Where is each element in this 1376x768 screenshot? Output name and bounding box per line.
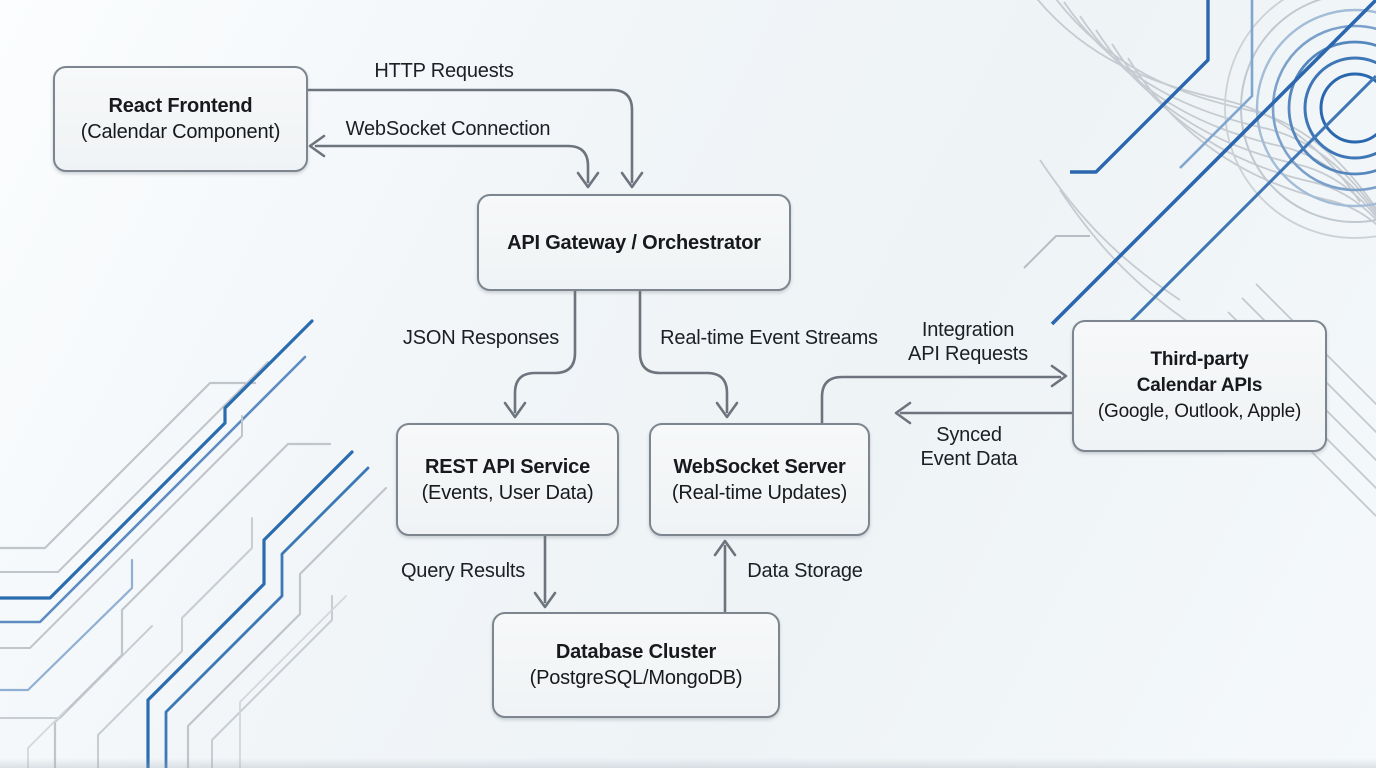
arrowhead-left-react — [308, 134, 326, 158]
arrowhead-down-database — [533, 591, 557, 609]
node-subtitle: (PostgreSQL/MongoDB) — [529, 667, 743, 689]
node-title: API Gateway / Orchestrator — [507, 231, 761, 254]
edge-label-line: Event Data — [920, 448, 1018, 470]
edge-label-websocket-connection: WebSocket Connection — [345, 118, 551, 140]
node-subtitle: (Calendar Component) — [80, 121, 281, 143]
connector-websocket-connection — [314, 144, 590, 184]
circuit-decoration-top-right — [1036, 0, 1376, 331]
node-third-party-calendar-apis: Third-party Calendar APIs (Google, Outlo… — [1072, 320, 1327, 452]
node-subtitle: (Real-time Updates) — [671, 481, 848, 504]
node-title: React Frontend — [108, 95, 253, 117]
edge-label-line: API Requests — [908, 343, 1028, 365]
blue-trace-decoration-top-right — [1023, 0, 1376, 336]
node-api-gateway: API Gateway / Orchestrator — [477, 194, 791, 291]
edge-label-data-storage: Data Storage — [747, 560, 863, 582]
connectors — [305, 88, 1074, 614]
edge-label-json-responses: JSON Responses — [402, 327, 560, 349]
edge-label-integration-api-requests: Integration API Requests — [908, 318, 1028, 366]
connector-json-responses — [513, 289, 577, 414]
node-websocket-server: WebSocket Server (Real-time Updates) — [649, 423, 870, 536]
node-title-line2: Calendar APIs — [1136, 375, 1263, 396]
circuit-decoration-bottom-left — [0, 319, 388, 768]
node-react-frontend: React Frontend (Calendar Component) — [53, 66, 308, 172]
arrowhead-right-thirdparty — [1050, 364, 1068, 388]
node-subtitle: (Events, User Data) — [421, 481, 594, 504]
edge-label-query-results: Query Results — [400, 560, 526, 582]
connector-integration-api-requests — [820, 375, 1062, 425]
node-title: WebSocket Server — [673, 455, 846, 478]
edge-label-line: Synced — [936, 424, 1002, 446]
arrowhead-down-websocket — [576, 171, 600, 189]
arrowhead-up-wsserver — [713, 539, 737, 557]
edge-label-line: Integration — [921, 319, 1015, 341]
node-rest-api-service: REST API Service (Events, User Data) — [396, 423, 619, 536]
connector-realtime-event-streams — [638, 289, 729, 414]
node-title: Database Cluster — [555, 641, 717, 663]
edge-label-realtime-event-streams: Real-time Event Streams — [660, 327, 878, 349]
arrowhead-down-rest — [503, 401, 527, 419]
node-database-cluster: Database Cluster (PostgreSQL/MongoDB) — [492, 612, 780, 718]
connector-http-requests — [305, 88, 634, 184]
arrowhead-left-synced — [894, 401, 912, 425]
edge-label-synced-event-data: Synced Event Data — [921, 423, 1018, 471]
arrowhead-down-http — [620, 171, 644, 189]
arrowhead-down-wsserver — [715, 401, 739, 419]
node-title: Third-party — [1150, 349, 1249, 370]
node-title: REST API Service — [424, 455, 591, 478]
node-subtitle: (Google, Outlook, Apple) — [1097, 401, 1302, 422]
edge-label-http-requests: HTTP Requests — [374, 60, 514, 82]
